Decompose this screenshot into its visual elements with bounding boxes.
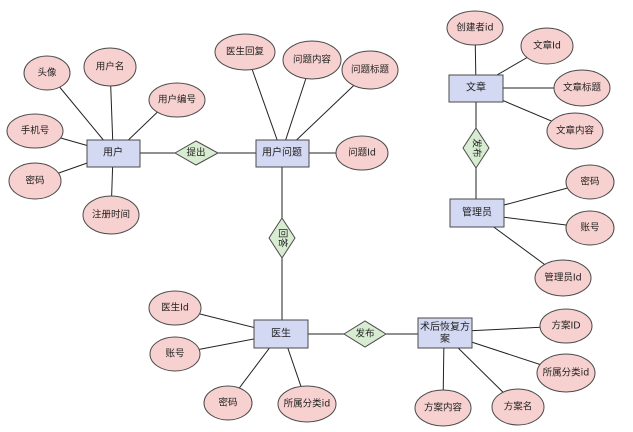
attribute-q-id: 问题Id — [335, 135, 389, 171]
entities: 用户 用户问题 文章 管理员 医生 术后恢复方案 — [86, 74, 505, 349]
relationship-publish-article: 发布 — [462, 127, 490, 169]
attribute-q-title: 问题标题 — [341, 50, 399, 90]
entity-label: 医生 — [271, 327, 291, 340]
entity-admin: 管理员 — [449, 198, 505, 228]
attribute-user-phone: 手机号 — [6, 113, 64, 149]
entity-label: 管理员 — [462, 206, 492, 219]
attribute-label: 方案ID — [551, 320, 580, 332]
relationships: 提出 回答 发布 发布 — [173, 127, 490, 348]
attribute-p-id: 方案ID — [539, 308, 593, 344]
attribute-label: 管理员Id — [544, 272, 581, 284]
attribute-d-id: 医生Id — [148, 290, 202, 326]
attribute-p-content: 方案内容 — [414, 389, 472, 427]
attributes: 头像 用户名 用户编号 手机号 密码 注册时间 医生回复 问题内容 — [6, 10, 615, 427]
attribute-label: 密码 — [580, 176, 599, 188]
attribute-d-category: 所属分类id — [277, 385, 337, 423]
attribute-d-account: 账号 — [149, 336, 201, 372]
attribute-label: 注册时间 — [92, 209, 130, 221]
attribute-label: 所属分类id — [543, 367, 590, 379]
attribute-a-id: 文章Id — [520, 27, 574, 65]
attribute-p-name: 方案名 — [491, 388, 545, 426]
attribute-label: 用户编号 — [158, 94, 196, 106]
attribute-user-regtime: 注册时间 — [82, 195, 140, 235]
relationship-label: 发布 — [471, 138, 483, 157]
entity-user: 用户 — [86, 139, 141, 168]
attribute-label: 密码 — [25, 175, 44, 187]
attribute-label: 账号 — [580, 223, 599, 234]
attribute-user-avatar: 头像 — [23, 55, 71, 91]
attribute-label: 问题Id — [348, 147, 376, 159]
relationship-label: 发布 — [355, 328, 374, 340]
attribute-label: 密码 — [218, 397, 237, 409]
attribute-m-pwd: 密码 — [565, 164, 615, 200]
attribute-label: 文章标题 — [563, 82, 602, 94]
attribute-m-id: 管理员Id — [534, 259, 592, 297]
entity-doctor: 医生 — [253, 319, 309, 349]
attribute-user-no: 用户编号 — [148, 82, 206, 118]
attribute-q-reply: 医生回复 — [214, 33, 276, 71]
entity-article: 文章 — [448, 74, 504, 103]
attribute-d-pwd: 密码 — [203, 385, 253, 421]
relationship-ask: 提出 — [173, 140, 220, 166]
attribute-label: 方案内容 — [424, 402, 463, 414]
attribute-m-account: 账号 — [565, 210, 615, 246]
attribute-p-category: 所属分类id — [536, 353, 596, 393]
attribute-label: 文章内容 — [556, 125, 595, 137]
attribute-a-content: 文章内容 — [546, 112, 604, 150]
attribute-label: 医生回复 — [226, 46, 265, 58]
attribute-label: 医生Id — [161, 302, 189, 314]
attribute-label: 文章Id — [533, 40, 561, 52]
attribute-label: 用户名 — [96, 61, 125, 73]
attribute-user-name: 用户名 — [83, 47, 137, 87]
attribute-label: 创建者id — [456, 22, 493, 34]
attribute-label: 头像 — [37, 67, 57, 79]
attribute-a-title: 文章标题 — [553, 69, 611, 107]
attribute-label: 手机号 — [21, 125, 50, 137]
attribute-label: 方案名 — [504, 401, 533, 413]
relationship-publish-plan: 发布 — [343, 320, 387, 348]
attribute-label: 所属分类id — [284, 398, 331, 410]
relationship-label: 提出 — [186, 147, 205, 159]
entity-plan: 术后恢复方案 — [417, 317, 473, 349]
entity-label: 用户 — [103, 146, 123, 159]
attribute-user-pwd: 密码 — [8, 162, 62, 200]
attribute-label: 问题内容 — [293, 54, 332, 66]
attribute-label: 问题标题 — [351, 64, 390, 76]
relationship-reply: 回答 — [268, 217, 296, 259]
entity-question: 用户问题 — [255, 139, 310, 168]
attribute-q-content: 问题内容 — [282, 40, 342, 80]
entity-label: 用户问题 — [262, 146, 302, 159]
attribute-a-creator: 创建者id — [446, 10, 504, 46]
entity-label: 术后恢复方案 — [420, 320, 470, 345]
relationship-label: 回答 — [277, 228, 289, 248]
attribute-label: 账号 — [165, 349, 184, 360]
entity-label: 文章 — [466, 81, 486, 94]
